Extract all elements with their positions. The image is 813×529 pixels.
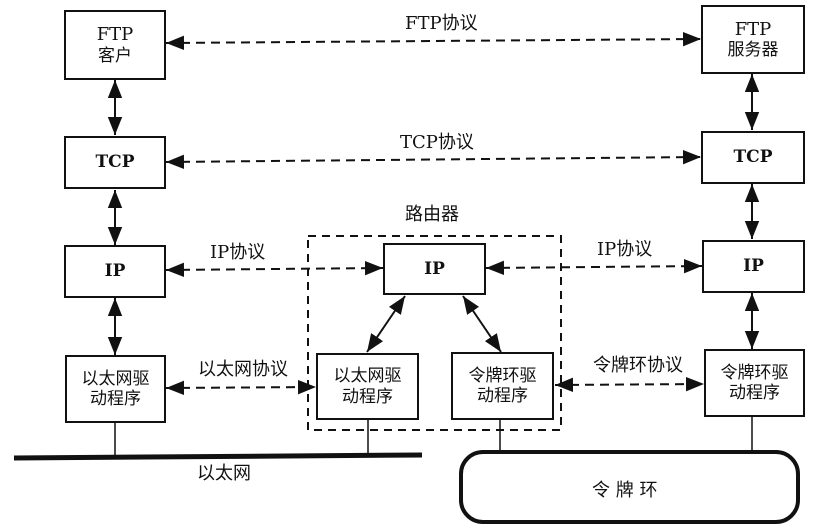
- arrow-ip-protocol-left: [165, 260, 384, 278]
- ethernet-bus: [13, 452, 423, 461]
- ftp-server-line2: 服务器: [727, 40, 779, 61]
- ip-right-label: IP: [743, 256, 764, 277]
- ftp-client-line2: 客户: [98, 45, 132, 66]
- arrow-token-ring-protocol: [554, 376, 705, 393]
- eth-driver-left-line2: 动程序: [90, 389, 141, 409]
- tr-driver-right-line1: 令牌环驱: [720, 362, 789, 383]
- arrow-ip-protocol-right: [485, 258, 703, 276]
- ftp-client-box: FTP 客户: [64, 10, 166, 80]
- tcp-right-box: TCP: [701, 131, 805, 184]
- ip-left-box: IP: [64, 245, 166, 298]
- router-label: 路由器: [405, 204, 459, 225]
- tr-driver-right-box: 令牌环驱 动程序: [704, 349, 805, 417]
- tcp-protocol-label: TCP协议: [400, 132, 474, 153]
- ip-right-box: IP: [702, 240, 805, 293]
- eth-driver-router-line2: 动程序: [342, 386, 393, 407]
- eth-driver-left-box: 以太网驱 动程序: [65, 355, 166, 423]
- ftp-client-line1: FTP: [96, 24, 134, 45]
- tcp-left-label: TCP: [95, 152, 135, 173]
- router-boundary: [307, 235, 562, 431]
- arrow-ethernet-protocol: [165, 379, 317, 396]
- arrow-router-ip-tr: [462, 295, 502, 353]
- tr-driver-right-line2: 动程序: [729, 383, 780, 403]
- eth-driver-left-line1: 以太网驱: [81, 368, 150, 389]
- ip-protocol-left-label: IP协议: [210, 242, 266, 263]
- eth-driver-router-box: 以太网驱 动程序: [316, 353, 419, 420]
- ip-router-label: IP: [424, 258, 445, 279]
- tcp-right-label: TCP: [733, 147, 773, 168]
- token-ring-label: 令 牌 环: [592, 480, 658, 501]
- ip-protocol-right-label: IP协议: [597, 239, 653, 260]
- token-ring-shape: [459, 450, 800, 524]
- token-ring-protocol-label: 令牌环协议: [593, 355, 683, 376]
- tr-driver-router-line1: 令牌环驱: [468, 365, 537, 386]
- arrow-ftp-protocol: [165, 31, 702, 51]
- ftp-server-line1: FTP: [734, 18, 772, 40]
- arrow-router-ip-eth: [366, 295, 406, 353]
- ftp-server-box: FTP 服务器: [701, 5, 805, 74]
- tcp-left-box: TCP: [64, 136, 166, 189]
- ip-left-label: IP: [104, 261, 126, 282]
- arrow-tcp-protocol: [165, 149, 702, 170]
- tr-driver-router-box: 令牌环驱 动程序: [451, 352, 554, 420]
- ethernet-protocol-label: 以太网协议: [198, 359, 288, 380]
- ip-router-box: IP: [383, 243, 486, 295]
- ethernet-label: 以太网: [197, 463, 251, 484]
- ftp-protocol-label: FTP协议: [405, 13, 478, 34]
- tr-driver-router-line2: 动程序: [477, 386, 528, 406]
- eth-driver-router-line1: 以太网驱: [333, 366, 402, 387]
